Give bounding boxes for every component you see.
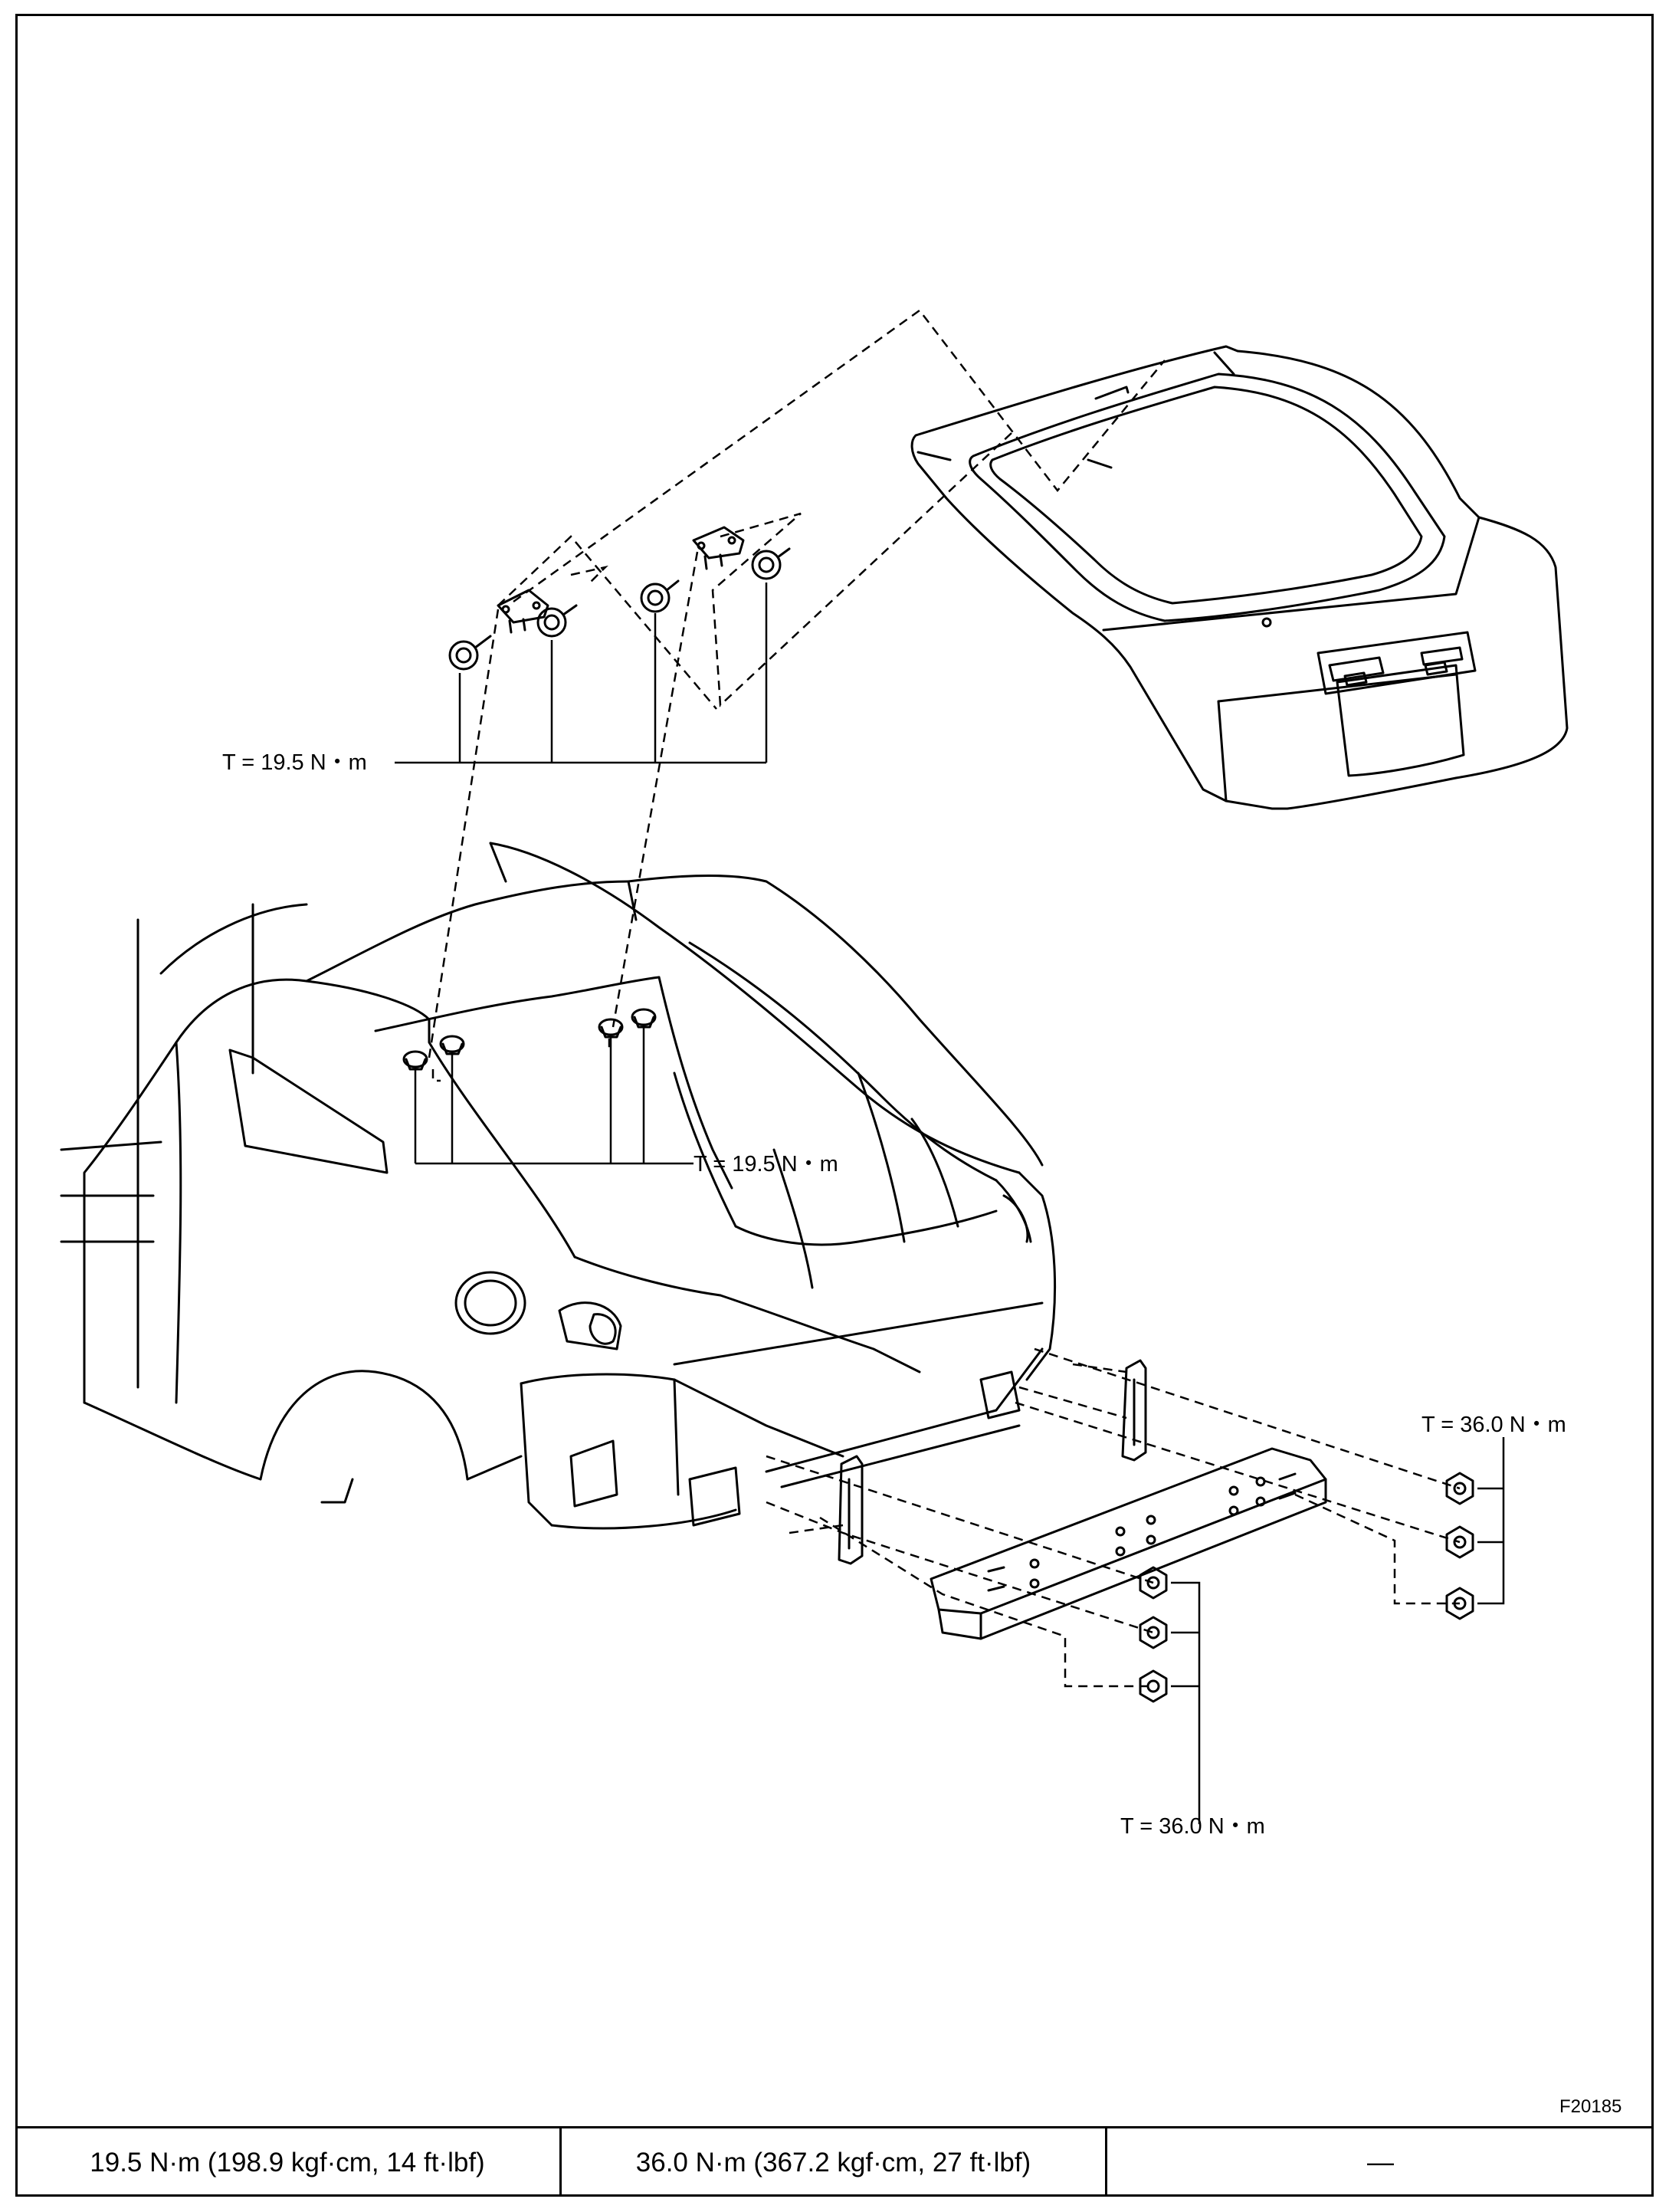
torque-cell-3: — [1105, 2128, 1654, 2197]
hinge-bolts [448, 547, 791, 671]
callout-hinge-bolts-body: T = 19.5 N・m [694, 1152, 838, 1177]
callout-hinge-bolts-upper: T = 19.5 N・m [222, 750, 367, 775]
callout-reinforcement-nuts-right: T = 36.0 N・m [1421, 1413, 1566, 1437]
back-door-panel [910, 345, 1569, 810]
assembly-dashed-lines [428, 309, 1461, 1688]
torque-cell-2: 36.0 N·m (367.2 kgf·cm, 27 ft·lbf) [559, 2128, 1105, 2197]
callout-reinforcement-nuts-lower: T = 36.0 N・m [1120, 1814, 1265, 1839]
bumper-reinforcement [930, 1447, 1327, 1640]
hinge-right [692, 526, 745, 570]
torque-spec-table: 19.5 N·m (198.9 kgf·cm, 14 ft·lbf) 36.0 … [15, 2126, 1654, 2197]
reinforcement-nuts-right [1445, 1472, 1474, 1620]
vehicle-body-rear [60, 842, 1057, 1530]
page-frame [15, 14, 1654, 2197]
bumper-bracket-right [1121, 1359, 1147, 1462]
figure-id: F20185 [1559, 2096, 1622, 2117]
torque-leader-lines [395, 583, 1505, 1824]
hinge-left [497, 589, 549, 634]
reinforcement-nuts-lower [1139, 1566, 1168, 1703]
torque-cell-1: 19.5 N·m (198.9 kgf·cm, 14 ft·lbf) [90, 2147, 485, 2178]
